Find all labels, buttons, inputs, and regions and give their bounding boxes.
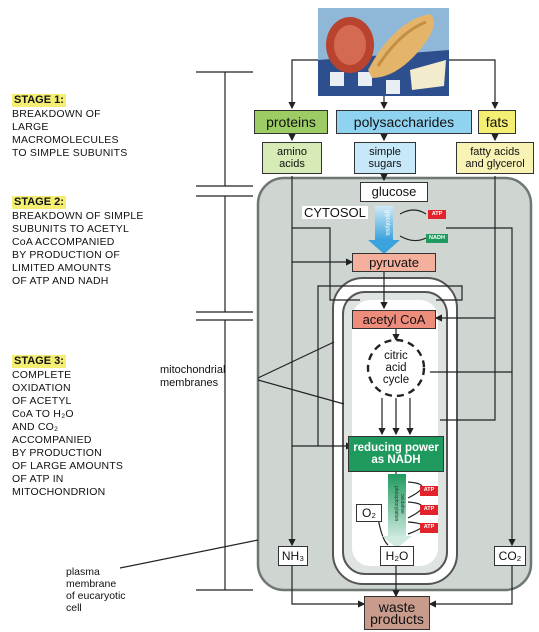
fatty-acids-box: fatty acids and glycerol [456,142,534,174]
plasma-membrane-label: plasma membrane of eucaryotic cell [66,566,126,614]
waste-products-box: waste products [364,596,430,630]
atp-tag-3: ATP [420,523,438,533]
food-illustration [318,8,449,96]
acetyl-coa-box: acetyl CoA [352,310,436,329]
simple-sugars-box: simple sugars [354,142,416,174]
fats-box: fats [478,110,516,134]
mitochondrial-membranes-label: mitochondrial membranes [160,364,225,390]
citric-acid-cycle-label: citric acid cycle [370,350,422,386]
cytosol-label: CYTOSOL [302,206,368,219]
pyruvate-box: pyruvate [352,253,436,272]
ammonia-box: NH₃ [278,546,308,566]
polysaccharides-box: polysaccharides [336,110,472,134]
nadh-tag-glycolysis: NADH [426,234,448,243]
atp-tag-glycolysis: ATP [428,210,446,219]
reducing-power-box: reducing power as NADH [348,436,444,472]
stage-brackets [196,72,253,590]
stage-3-title: STAGE 3: [12,355,66,368]
atp-tag-1: ATP [420,486,438,496]
stage-1-description: BREAKDOWN OF LARGE MACROMOLECULES TO SIM… [12,108,127,160]
amino-acids-box: amino acids [262,142,322,174]
oxygen-box: O₂ [356,504,382,522]
water-box: H₂O [380,546,414,566]
glycolysis-label: glycolysis [378,208,390,238]
stage-2-description: BREAKDOWN OF SIMPLE SUBUNITS TO ACETYL C… [12,210,144,288]
stage-2-title: STAGE 2: [12,196,66,209]
carbon-dioxide-box: CO₂ [494,546,526,566]
proteins-box: proteins [254,110,328,134]
atp-tag-2: ATP [420,505,438,515]
stage-3-description: COMPLETE OXIDATION OF ACETYL CoA TO H₂O … [12,369,123,499]
oxidative-phosphorylation-label: oxidative phosphorylation [389,476,405,532]
glucose-box: glucose [360,182,428,202]
stage-1-title: STAGE 1: [12,94,66,107]
